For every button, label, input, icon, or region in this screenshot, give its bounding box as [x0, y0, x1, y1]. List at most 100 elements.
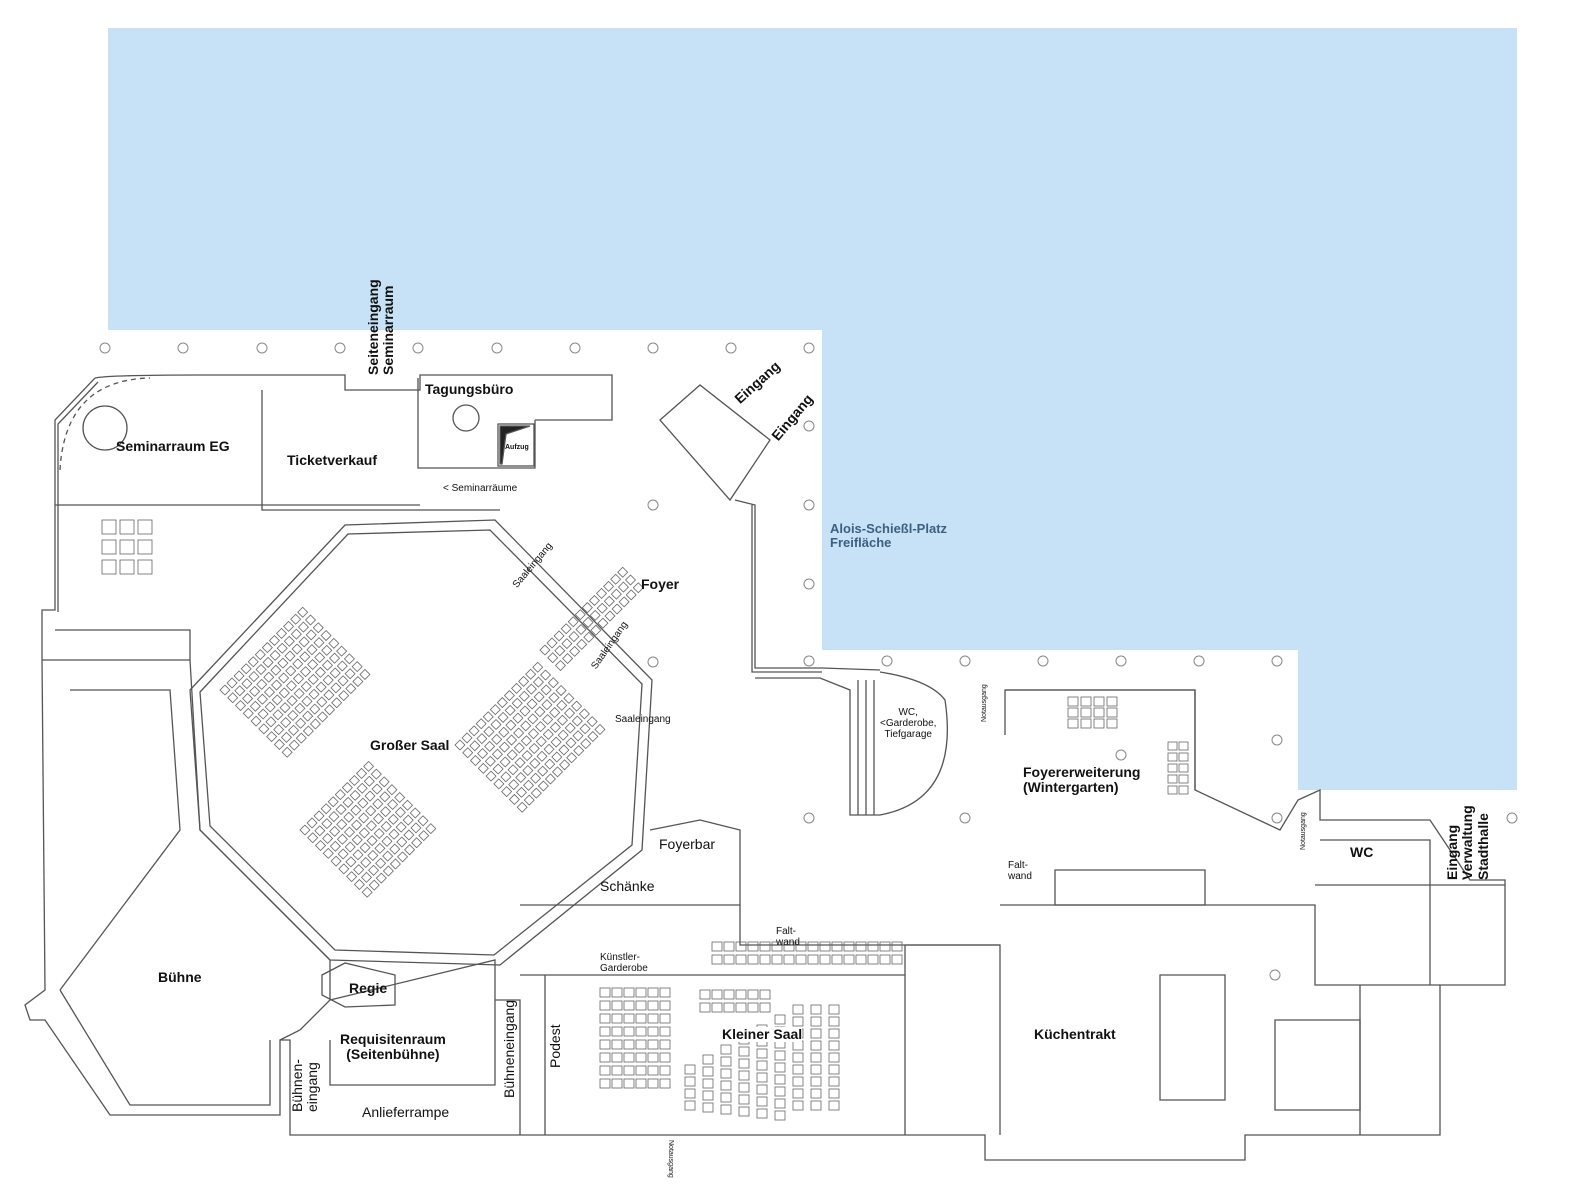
- seat: [322, 832, 334, 845]
- seat: [300, 666, 312, 678]
- seat: [280, 717, 292, 729]
- seat: [485, 770, 497, 782]
- seat: [302, 725, 314, 737]
- seat: [322, 847, 334, 859]
- seat-block: [219, 606, 371, 758]
- label-buehne: Bühne: [158, 969, 202, 985]
- seat: [493, 778, 505, 790]
- seat: [368, 864, 380, 876]
- seat: [659, 1039, 671, 1050]
- seat: [738, 1094, 750, 1105]
- seat: [491, 733, 503, 745]
- seat: [226, 677, 238, 689]
- seat: [828, 1100, 840, 1111]
- seat: [544, 758, 556, 770]
- seat: [1067, 718, 1079, 729]
- column: [334, 342, 346, 354]
- seat: [774, 1050, 786, 1061]
- seat: [476, 733, 488, 745]
- seat: [511, 697, 523, 709]
- seat: [537, 765, 549, 777]
- seat: [370, 768, 382, 780]
- seat: [578, 708, 590, 720]
- seat: [380, 806, 392, 818]
- seat: [513, 727, 525, 739]
- column: [725, 342, 737, 354]
- open-area-freiflaeche: [108, 28, 1517, 790]
- seat: [783, 941, 795, 952]
- seat: [256, 693, 268, 705]
- seat: [491, 748, 503, 760]
- seat: [610, 588, 622, 600]
- seat: [328, 811, 340, 823]
- seat: [314, 825, 326, 837]
- seat: [334, 789, 346, 801]
- seat: [596, 602, 608, 614]
- seat: [368, 879, 380, 891]
- seat: [891, 941, 903, 952]
- seat: [343, 811, 355, 823]
- seat: [518, 690, 530, 702]
- seat: [647, 1065, 659, 1076]
- seat: [307, 832, 319, 844]
- seat: [611, 1039, 623, 1050]
- seat: [527, 728, 540, 740]
- seat: [1080, 696, 1092, 707]
- seat: [579, 723, 591, 735]
- seat: [119, 559, 135, 575]
- seat: [291, 643, 303, 655]
- seat: [810, 1052, 822, 1063]
- seat: [527, 713, 539, 725]
- seat: [285, 680, 297, 692]
- seat: [519, 705, 531, 717]
- columns: [99, 342, 1518, 981]
- seat: [314, 666, 326, 678]
- column: [1506, 812, 1518, 824]
- seat: [389, 858, 401, 870]
- seat: [382, 850, 394, 862]
- seat: [828, 1088, 840, 1099]
- seat: [810, 1004, 822, 1015]
- seat: [735, 989, 747, 1000]
- column: [959, 655, 971, 667]
- seat: [345, 856, 357, 868]
- seat: [242, 692, 254, 705]
- seat: [735, 954, 747, 965]
- seat: [810, 1028, 822, 1039]
- seat: [1067, 696, 1079, 707]
- seat: [720, 1044, 732, 1055]
- seat: [349, 789, 361, 801]
- seat-block: [807, 941, 903, 965]
- seat: [783, 954, 795, 965]
- seat: [723, 989, 735, 1000]
- seat: [575, 623, 587, 636]
- seat: [249, 685, 261, 697]
- seat: [828, 1052, 840, 1063]
- column: [803, 342, 815, 354]
- seat: [496, 697, 508, 709]
- seat: [363, 775, 375, 787]
- seat: [702, 1090, 714, 1101]
- seat: [266, 731, 278, 743]
- seat: [366, 835, 378, 847]
- seat: [756, 1048, 768, 1059]
- seat: [635, 1078, 647, 1089]
- seat: [386, 784, 398, 796]
- seat: [819, 954, 831, 965]
- seat: [411, 837, 423, 849]
- seat: [532, 676, 544, 688]
- seat: [563, 692, 575, 704]
- seat: [623, 1000, 635, 1011]
- label-anlieferrampe: Anlieferrampe: [362, 1104, 450, 1120]
- seat: [759, 989, 771, 1000]
- seat: [759, 954, 771, 965]
- seat: [635, 987, 647, 998]
- label-regie: Regie: [349, 980, 388, 996]
- seat: [345, 683, 357, 695]
- seat: [234, 700, 247, 712]
- seat: [469, 740, 481, 752]
- seat: [735, 941, 747, 952]
- seating: [101, 519, 1189, 1121]
- seat: [278, 687, 290, 699]
- seat: [506, 734, 518, 746]
